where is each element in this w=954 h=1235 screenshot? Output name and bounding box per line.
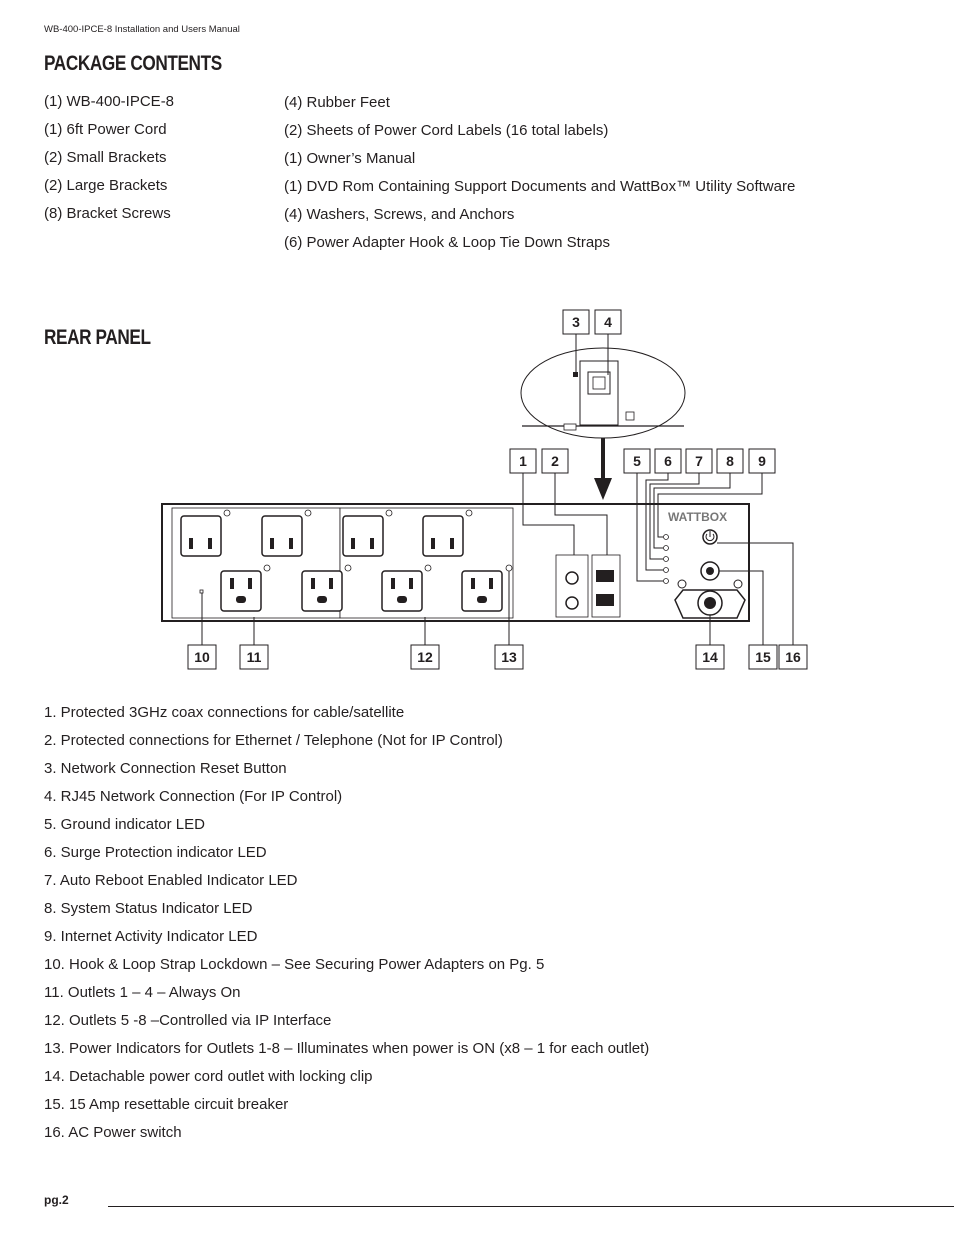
outlet-6 — [422, 515, 464, 557]
legend-item: 12. Outlets 5 -8 –Controlled via IP Inte… — [44, 1012, 332, 1029]
outlet-3 — [220, 570, 262, 612]
network-port-detail — [520, 347, 686, 439]
callout-label: 9 — [758, 453, 766, 469]
callout-label: 13 — [501, 649, 517, 665]
legend-item: 1. Protected 3GHz coax connections for c… — [44, 704, 405, 721]
callout-label: 11 — [247, 649, 262, 665]
callout-6: 6 — [654, 448, 682, 474]
list-item: (2) Large Brackets — [44, 177, 168, 194]
legend-item: 11. Outlets 1 – 4 – Always On — [44, 984, 241, 1001]
callout-label: 12 — [417, 649, 433, 665]
list-item: (4) Rubber Feet — [284, 94, 390, 111]
list-item: (8) Bracket Screws — [44, 205, 171, 222]
outlet-1 — [180, 515, 222, 557]
legend-item: 14. Detachable power cord outlet with lo… — [44, 1068, 373, 1085]
running-header: WB-400-IPCE-8 Installation and Users Man… — [44, 24, 240, 35]
callout-label: 3 — [572, 314, 580, 330]
callout-8: 8 — [716, 448, 744, 474]
callout-label: 2 — [551, 453, 559, 469]
page-number: pg.2 — [44, 1193, 69, 1207]
wattbox-logo: WATTBOX — [668, 510, 727, 524]
legend-item: 13. Power Indicators for Outlets 1-8 – I… — [44, 1040, 650, 1057]
outlet-power-indicators — [223, 509, 513, 572]
legend-item: 6. Surge Protection indicator LED — [44, 844, 267, 861]
callout-11: 11 — [239, 644, 269, 670]
callout-label: 4 — [604, 314, 612, 330]
power-cord-inlet — [674, 579, 746, 619]
callout-label: 14 — [702, 649, 718, 665]
list-item: (1) 6ft Power Cord — [44, 121, 167, 138]
legend-item: 5. Ground indicator LED — [44, 816, 205, 833]
legend-item: 10. Hook & Loop Strap Lockdown – See Sec… — [44, 956, 545, 973]
rear-panel-heading: REAR PANEL — [44, 326, 151, 349]
callout-label: 16 — [785, 649, 801, 665]
package-contents-left-list: (1) WB-400-IPCE-8 (1) 6ft Power Cord (2)… — [44, 93, 174, 233]
outlet-4 — [301, 570, 343, 612]
callout-13: 13 — [494, 644, 524, 670]
callout-label: 7 — [695, 453, 703, 469]
callout-label: 5 — [633, 453, 641, 469]
outlet-7 — [381, 570, 423, 612]
list-item: (1) DVD Rom Containing Support Documents… — [284, 178, 796, 195]
legend-item: 16. AC Power switch — [44, 1124, 182, 1141]
rear-panel-diagram: WATTBOX 3 4 1 2 5 6 7 8 9 10 1 — [161, 309, 808, 670]
callout-label: 1 — [519, 453, 527, 469]
callout-14: 14 — [695, 644, 725, 670]
legend-item: 15. 15 Amp resettable circuit breaker — [44, 1096, 289, 1113]
callout-5: 5 — [623, 448, 651, 474]
callout-3: 3 — [562, 309, 590, 335]
callout-7: 7 — [685, 448, 713, 474]
callout-16: 16 — [778, 644, 808, 670]
callout-label: 8 — [726, 453, 734, 469]
package-contents-heading: PACKAGE CONTENTS — [44, 52, 222, 75]
callout-10: 10 — [187, 644, 217, 670]
callout-15: 15 — [748, 644, 778, 670]
list-item: (2) Sheets of Power Cord Labels (16 tota… — [284, 122, 609, 139]
legend-item: 4. RJ45 Network Connection (For IP Contr… — [44, 788, 343, 805]
arrow-down-icon — [594, 438, 612, 500]
strap-lockdown-hook — [199, 589, 204, 594]
callout-12: 12 — [410, 644, 440, 670]
legend-item: 8. System Status Indicator LED — [44, 900, 253, 917]
legend-item: 3. Network Connection Reset Button — [44, 760, 287, 777]
list-item: (2) Small Brackets — [44, 149, 167, 166]
power-icon — [705, 533, 715, 542]
callout-label: 15 — [755, 649, 771, 665]
callout-label: 10 — [194, 649, 210, 665]
legend-item: 7. Auto Reboot Enabled Indicator LED — [44, 872, 298, 889]
callout-4: 4 — [594, 309, 622, 335]
list-item: (6) Power Adapter Hook & Loop Tie Down S… — [284, 234, 611, 251]
callout-label: 6 — [664, 453, 672, 469]
outlet-8 — [461, 570, 503, 612]
outlet-2 — [261, 515, 303, 557]
package-contents-right-list: (4) Rubber Feet (2) Sheets of Power Cord… — [284, 94, 795, 262]
legend-item: 2. Protected connections for Ethernet / … — [44, 732, 503, 749]
footer-divider — [108, 1206, 954, 1207]
list-item: (4) Washers, Screws, and Anchors — [284, 206, 515, 223]
callout-1: 1 — [509, 448, 537, 474]
callout-2: 2 — [541, 448, 569, 474]
callout-leaders — [201, 472, 794, 645]
outlet-5 — [342, 515, 384, 557]
list-item: (1) WB-400-IPCE-8 — [44, 93, 175, 110]
rear-panel-legend: 1. Protected 3GHz coax connections for c… — [44, 704, 649, 1152]
legend-item: 9. Internet Activity Indicator LED — [44, 928, 258, 945]
list-item: (1) Owner’s Manual — [284, 150, 416, 167]
status-leds — [663, 534, 669, 584]
callout-9: 9 — [748, 448, 776, 474]
